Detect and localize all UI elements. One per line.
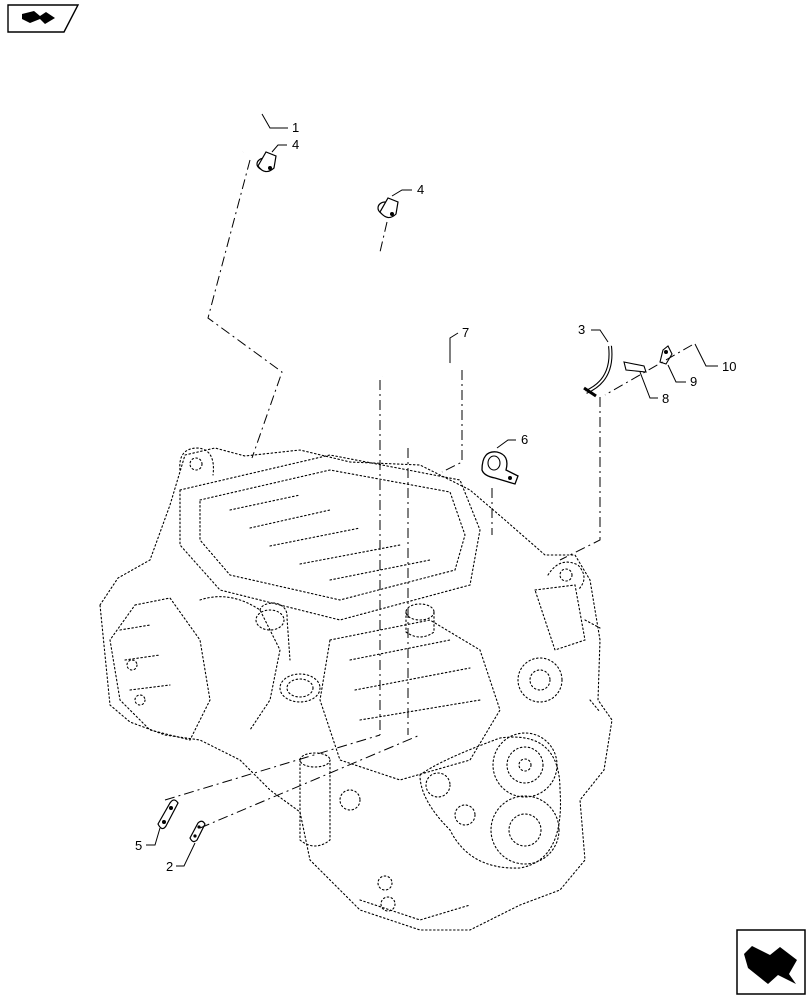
callout-numbers: 1 2 3 4 4 5 6 7 8 9 10 xyxy=(135,120,736,874)
tube-part-1[interactable] xyxy=(164,76,398,377)
leader-lines xyxy=(146,113,718,867)
callout-4-lower: 4 xyxy=(417,182,424,197)
callout-3: 3 xyxy=(578,322,585,337)
bracket-part-8[interactable] xyxy=(623,361,647,373)
assembly-lines xyxy=(164,159,693,829)
callout-5: 5 xyxy=(135,838,142,853)
clip-part-4-upper[interactable] xyxy=(256,151,277,173)
callout-10: 10 xyxy=(722,359,736,374)
plate-part-2[interactable] xyxy=(189,820,206,843)
tube-part-7[interactable] xyxy=(387,361,451,445)
callout-2: 2 xyxy=(166,859,173,874)
strap-part-3[interactable] xyxy=(583,345,613,398)
clamp-part-6[interactable] xyxy=(481,451,519,485)
callout-7: 7 xyxy=(462,325,469,340)
callout-9: 9 xyxy=(690,374,697,389)
clip-part-4-lower[interactable] xyxy=(377,197,399,219)
book-arrow-icon[interactable] xyxy=(7,4,80,33)
clip-part-9[interactable] xyxy=(659,345,673,365)
callout-8: 8 xyxy=(662,391,669,406)
callout-6: 6 xyxy=(521,432,528,447)
callout-1: 1 xyxy=(292,120,299,135)
callout-4-upper: 4 xyxy=(292,137,299,152)
plate-part-5[interactable] xyxy=(157,799,179,830)
engine-block xyxy=(99,447,613,931)
next-page-arrow-icon[interactable] xyxy=(736,929,806,995)
